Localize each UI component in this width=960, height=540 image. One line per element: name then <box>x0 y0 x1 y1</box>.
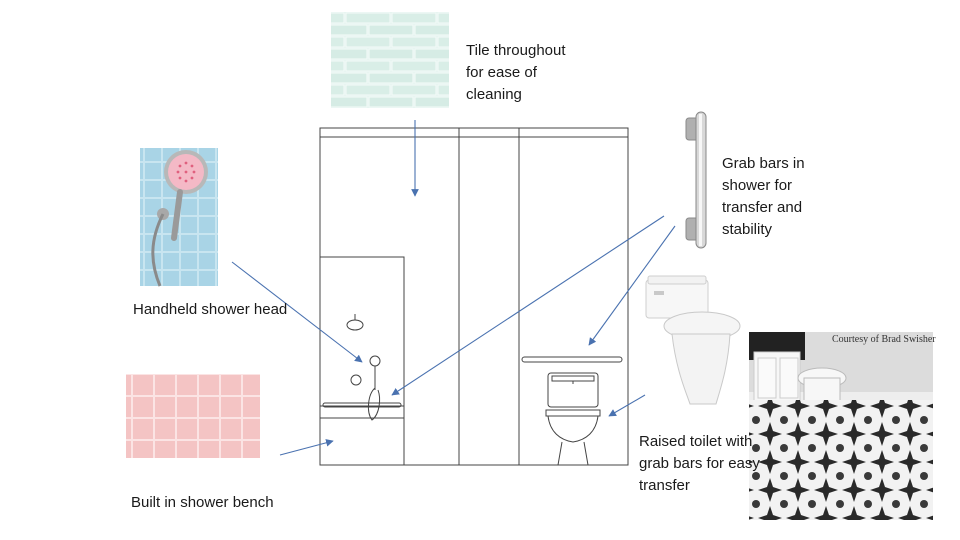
arrow-bench <box>279 439 334 456</box>
grab-bars-label-line: transfer and <box>722 199 803 216</box>
arrow-toilet <box>608 394 646 417</box>
annotation-arrows <box>231 120 676 456</box>
grab-bar-photo <box>685 111 707 249</box>
tile-label-line: cleaning <box>466 86 522 103</box>
toilet-label-line: grab bars for easy <box>639 455 760 472</box>
tile-label: Tile throughout for ease of cleaning <box>466 40 566 106</box>
raised-toilet-photo <box>645 275 741 405</box>
handheld-shower-head-photo <box>140 148 218 287</box>
grab-bars-label: Grab bars in shower for transfer and sta… <box>722 153 805 241</box>
finished-bathroom-photo <box>749 332 933 520</box>
toilet-label: Raised toilet with grab bars for easy tr… <box>639 431 760 497</box>
tile-label-line: for ease of <box>466 64 537 81</box>
grab-bars-label-line: Grab bars in <box>722 155 805 172</box>
toilet-label-line: transfer <box>639 477 690 494</box>
arrow-grab-bar-shower <box>391 215 665 396</box>
arrow-shower-head <box>231 261 363 363</box>
grab-bars-label-line: stability <box>722 221 773 238</box>
pink-tile-swatch <box>126 374 260 458</box>
shower-head-label: Handheld shower head <box>133 301 288 318</box>
grab-bars-label-line: shower for <box>722 177 793 194</box>
bathroom-elevation-drawing <box>319 127 629 466</box>
photo-credit: Courtesy of Brad Swisher <box>832 334 936 345</box>
tile-label-line: Tile throughout <box>466 42 566 59</box>
arrow-grab-bar-toilet <box>588 225 676 346</box>
bench-label: Built in shower bench <box>131 494 274 511</box>
subway-tile-swatch <box>331 12 449 108</box>
toilet-label-line: Raised toilet with <box>639 433 753 450</box>
